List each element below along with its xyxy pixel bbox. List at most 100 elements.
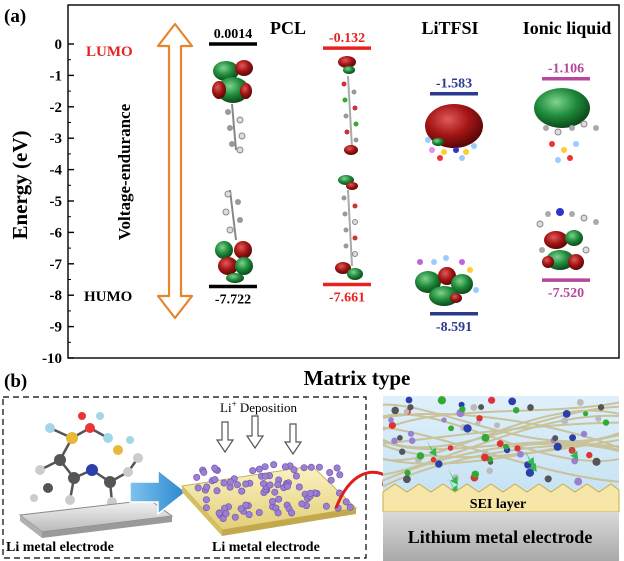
electrolyte-particle [435, 460, 443, 468]
li-ion [259, 480, 267, 488]
li-ion [231, 513, 239, 521]
electrolyte-particle [416, 452, 425, 460]
humo-label: HUMO [84, 289, 132, 305]
electrolyte-particle [527, 404, 534, 411]
electrolyte-particle [391, 406, 399, 415]
polymer-fiber [382, 403, 620, 443]
electrolyte-particle [407, 430, 415, 437]
green-arrow [526, 455, 537, 472]
li-ion [194, 484, 202, 492]
electrolyte-particle [471, 470, 480, 479]
electrolyte-particle [405, 396, 413, 404]
sei-layer-shape [382, 483, 620, 513]
panel-a-label: (a) [4, 6, 26, 27]
electrolyte-particle [430, 456, 437, 463]
li-ion [211, 476, 219, 484]
electrolyte-particle [397, 435, 403, 441]
li-deposits [193, 461, 354, 522]
li-ion [233, 481, 241, 489]
li-ion [288, 509, 296, 517]
li-ion [245, 511, 253, 519]
y-tick-label: -6 [50, 225, 63, 241]
electrolyte-particle [388, 417, 394, 423]
li-ion [222, 509, 230, 517]
electrolyte-particle [597, 404, 605, 411]
electrolyte-particle [552, 435, 559, 442]
deposition-label: Li+ Deposition [220, 399, 297, 415]
electrolyte-particle [470, 403, 478, 411]
electrolyte-particle [494, 422, 501, 429]
electrolyte-particle [407, 404, 414, 411]
y-tick-label: 0 [55, 37, 63, 53]
ionic-liquid-header: Ionic liquid [523, 18, 612, 38]
electrolyte-particle [512, 406, 520, 414]
green-arrow [568, 443, 579, 460]
electrolyte-particle [496, 440, 504, 448]
li-ion [298, 500, 306, 508]
litfsi-humo-orbital [415, 255, 479, 306]
electrolyte-particle [561, 417, 569, 425]
electrolyte-particle [481, 433, 490, 442]
electrolyte-particle [525, 468, 535, 477]
li-ion [327, 476, 335, 484]
li-ion [270, 461, 278, 469]
li-ion [342, 498, 350, 506]
li-ion [283, 482, 291, 490]
electrolyte-particle [595, 415, 602, 422]
voltage-endurance-arrow [156, 22, 194, 320]
li-ion [242, 501, 250, 509]
polymer-fiber [382, 421, 620, 445]
ionic-lumo-value: -1.106 [548, 62, 584, 77]
panel-a: (a) Energy (eV) 0-1-2-3-4-5-6-7-8-9-10 L… [4, 4, 620, 367]
li-ion [261, 472, 269, 480]
electrolyte-particle [388, 421, 396, 429]
y-tick-label: -7 [50, 257, 63, 273]
electrolyte-particle [503, 443, 509, 450]
lithium-electrode-label: Lithium metal electrode [408, 527, 593, 547]
li-ion [275, 495, 283, 503]
li-ion [211, 464, 219, 472]
li-ion [202, 504, 210, 512]
pcl-lumo-orbital [212, 60, 253, 154]
ionic-liquid-lumo-orbital [534, 88, 599, 163]
li-ion [315, 463, 323, 471]
li-ion [238, 487, 246, 495]
electrolyte-particle [576, 398, 584, 406]
electrolyte-particle [437, 396, 447, 405]
voltage-endurance-label: Voltage-endurance [115, 103, 134, 240]
electrolyte-particle [486, 467, 494, 475]
green-arrow [524, 449, 535, 466]
y-tick-label: -2 [50, 100, 63, 116]
left-electrode-plate [18, 499, 174, 538]
pcl-chain-humo-orbital [335, 175, 363, 280]
electrolyte-particle [476, 415, 483, 422]
electrolyte-particle [544, 475, 552, 483]
electrolyte-particle [478, 404, 485, 411]
polymer-fiber [382, 409, 620, 462]
electrolyte-particle [403, 475, 411, 484]
li-ion [215, 509, 223, 517]
electrolyte-particle [475, 420, 481, 426]
ionic-humo-value: -7.520 [548, 286, 584, 301]
panel-b-label: (b) [4, 371, 27, 392]
li-ion [346, 503, 354, 511]
ionic-liquid-humo-orbital [536, 208, 599, 270]
y-axis-ticks: 0-1-2-3-4-5-6-7-8-9-10 [42, 37, 74, 367]
electrolyte-particle [569, 434, 577, 442]
electrolyte-particle [459, 406, 466, 413]
polymer-fiber [382, 440, 620, 451]
electrolyte-particle [586, 451, 593, 459]
li-ion [237, 505, 245, 513]
electrolyte-particle [403, 408, 410, 415]
li-ion [271, 488, 279, 496]
panel-b: (b) [2, 371, 620, 561]
green-arrow [426, 440, 437, 457]
electrolyte-particle [481, 453, 489, 462]
electrolyte-particle [391, 437, 398, 445]
energy-levels: 0.0014-7.722-0.132-7.661-1.583-8.591-1.1… [209, 27, 590, 335]
li-ion [242, 480, 250, 488]
li-ion [193, 473, 201, 481]
li-ion [203, 483, 211, 491]
ionic-liquid-molecule [30, 412, 143, 507]
green-arrow [448, 468, 458, 485]
